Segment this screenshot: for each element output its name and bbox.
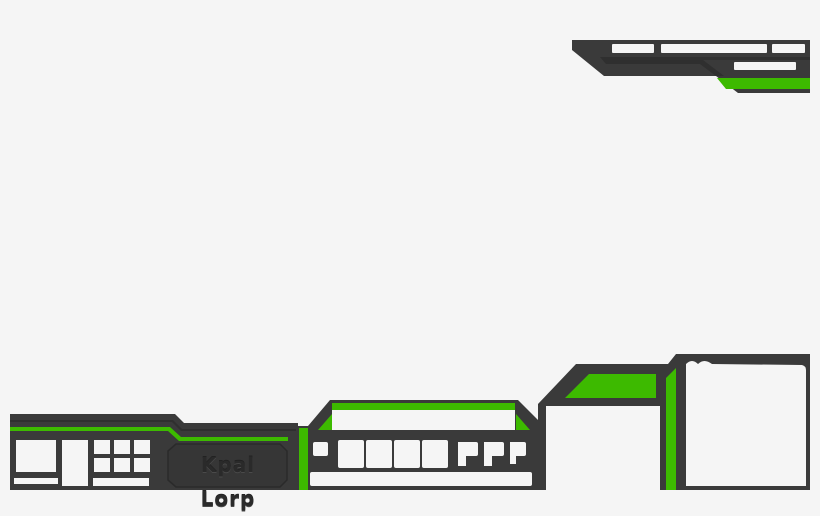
left-slot-3 (62, 440, 88, 486)
center-left-accent (299, 428, 308, 490)
top-slot-2 (661, 44, 767, 53)
center-top-accent (332, 403, 515, 410)
right-vertical-accent (666, 368, 676, 490)
logo-text: Kpal Lorp (200, 453, 256, 511)
left-slot-1 (16, 440, 56, 472)
left-slot-5 (93, 478, 149, 486)
overlay-frame (10, 40, 810, 490)
right-webcam-frame-1 (546, 406, 660, 490)
right-webcam-frame-2 (686, 361, 806, 486)
top-slot-3 (772, 44, 805, 53)
bottom-center-panel (296, 400, 540, 490)
bottom-left-accent (10, 427, 288, 441)
top-slot-4 (734, 62, 796, 70)
center-bottom-slot (310, 472, 532, 486)
left-slot-4 (94, 440, 110, 454)
top-slot-1 (612, 44, 654, 53)
top-accent-bar (717, 78, 810, 89)
left-slot-2 (14, 478, 58, 484)
center-window (332, 410, 515, 430)
right-top-accent (565, 374, 656, 398)
logo-badge (167, 443, 288, 488)
top-right-panel (572, 40, 810, 93)
bottom-right-panel (538, 354, 810, 490)
bottom-left-panel (10, 414, 298, 490)
